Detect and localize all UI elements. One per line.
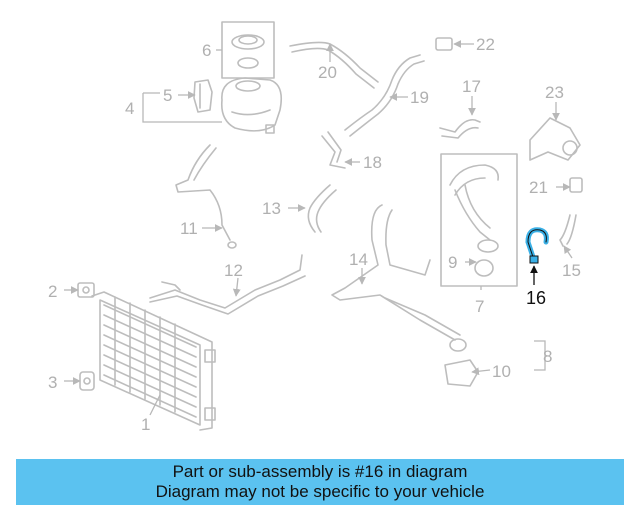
hose-14-part: [331, 204, 461, 341]
callout-12: 12: [224, 261, 243, 280]
hose-clamp-part: [193, 79, 213, 113]
expansion-tank-part: [220, 77, 283, 134]
callout-13: 13: [262, 199, 281, 218]
hose-11-part: [175, 144, 237, 249]
parts-diagram: 1 2 3 4 5 6 7 8 9 10 11 12 13 14 15 16 1…: [48, 21, 583, 434]
callout-16: 16: [526, 288, 546, 308]
bracket-part: [77, 282, 95, 298]
hose-13-part: [307, 184, 337, 233]
hose-16-part: [525, 227, 549, 264]
callout-10: 10: [492, 362, 511, 381]
callout-11: 11: [180, 219, 198, 238]
hose-17-part: [439, 118, 481, 139]
callout-14: 14: [349, 250, 368, 269]
callout-19: 19: [410, 88, 429, 107]
callout-23: 23: [545, 83, 564, 102]
callout-6: 6: [202, 41, 211, 60]
fitting-part: [444, 338, 479, 387]
banner-line-disclaimer: Diagram may not be specific to your vehi…: [155, 482, 485, 501]
callout-labels: 1 2 3 4 5 6 7 8 9 10 11 12 13 14 15 16 1…: [48, 35, 581, 434]
callout-21: 21: [529, 178, 548, 197]
callout-9: 9: [448, 253, 457, 272]
hose-assembly-part: [440, 153, 518, 287]
pipe-12-part: [149, 254, 306, 315]
callout-3: 3: [48, 373, 57, 392]
callout-1: 1: [141, 415, 150, 434]
hose-15-part: [559, 214, 577, 247]
callout-8: 8: [543, 347, 552, 366]
radiator-part: [91, 291, 216, 431]
callout-17: 17: [462, 77, 481, 96]
callout-2: 2: [48, 282, 57, 301]
callout-18: 18: [363, 153, 382, 172]
callout-22: 22: [476, 35, 495, 54]
callout-15: 15: [562, 261, 581, 280]
callout-7: 7: [475, 297, 484, 316]
fitting-21-part: [569, 177, 583, 193]
fitting-22-part: [435, 37, 453, 51]
callout-4: 4: [125, 99, 134, 118]
cap-part: [221, 21, 275, 79]
info-banner: Part or sub-assembly is #16 in diagram D…: [16, 459, 624, 505]
banner-line-part: Part or sub-assembly is #16 in diagram: [172, 462, 468, 481]
callout-20: 20: [318, 63, 337, 82]
leader-lines: [64, 40, 573, 416]
callout-5: 5: [163, 86, 172, 105]
mount-part: [79, 371, 95, 391]
flange-23-part: [529, 117, 581, 161]
hose-18-part: [321, 131, 346, 169]
